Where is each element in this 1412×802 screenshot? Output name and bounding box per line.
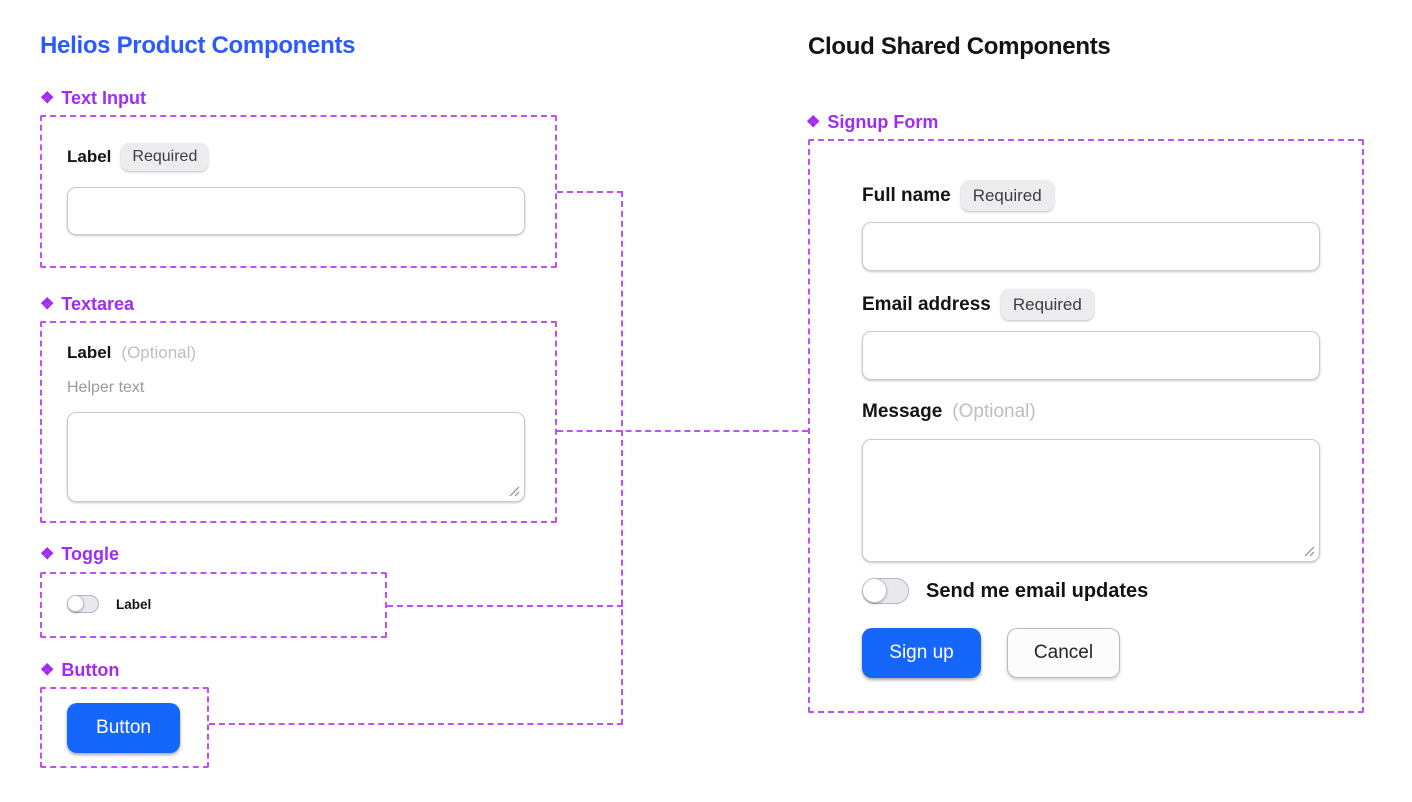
toggle-knob <box>862 578 887 603</box>
required-badge: Required <box>121 143 209 171</box>
field-label: Label <box>67 147 112 166</box>
component-icon: ❖ <box>40 661 55 679</box>
text-input-field[interactable] <box>67 187 525 235</box>
component-icon: ❖ <box>40 295 55 313</box>
section-label-signup-form: ❖ Signup Form <box>806 112 938 133</box>
component-box-textarea <box>40 321 557 523</box>
left-column-title: Helios Product Components <box>40 32 356 59</box>
toggle-knob <box>67 595 84 612</box>
right-column-title: Cloud Shared Components <box>808 33 1111 60</box>
section-name: Signup Form <box>827 112 939 132</box>
message-optional-suffix: (Optional) <box>952 401 1036 422</box>
section-name: Toggle <box>61 544 119 564</box>
message-textarea[interactable] <box>862 439 1320 562</box>
wire-text-input <box>557 191 623 193</box>
message-label: Message <box>862 401 943 422</box>
section-name: Text Input <box>61 88 146 108</box>
email-input[interactable] <box>862 331 1320 380</box>
cancel-button[interactable]: Cancel <box>1007 628 1120 678</box>
component-icon: ❖ <box>40 545 55 563</box>
section-label-button: ❖ Button <box>40 660 119 681</box>
email-updates-toggle[interactable] <box>862 578 909 604</box>
primary-button[interactable]: Button <box>67 703 180 753</box>
textarea-field[interactable] <box>67 412 525 502</box>
optional-suffix: (Optional) <box>121 343 197 362</box>
component-icon: ❖ <box>40 89 55 107</box>
field-label: Label <box>67 343 112 362</box>
toggle-label: Label <box>116 596 152 612</box>
section-label-text-input: ❖ Text Input <box>40 88 146 109</box>
component-icon: ❖ <box>806 113 821 131</box>
section-label-toggle: ❖ Toggle <box>40 544 119 565</box>
signup-form-box <box>808 139 1364 713</box>
section-name: Button <box>61 660 120 680</box>
wire-toggle <box>387 605 623 607</box>
wire-trunk <box>621 191 623 725</box>
full-name-required-badge: Required <box>960 180 1054 211</box>
email-updates-label: Send me email updates <box>926 579 1149 602</box>
email-label: Email address <box>862 293 991 315</box>
section-name: Textarea <box>61 294 135 314</box>
wire-textarea-to-form <box>557 430 808 432</box>
helper-text: Helper text <box>67 379 145 396</box>
textarea-wrap <box>67 412 525 502</box>
component-box-toggle <box>40 572 387 638</box>
toggle-switch[interactable] <box>67 595 99 613</box>
email-required-badge: Required <box>1000 289 1094 320</box>
component-box-button <box>40 687 209 768</box>
wire-button <box>209 723 623 725</box>
section-label-textarea: ❖ Textarea <box>40 294 134 315</box>
full-name-label: Full name <box>862 184 951 206</box>
full-name-input[interactable] <box>862 222 1320 271</box>
message-textarea-wrap <box>862 439 1320 562</box>
sign-up-button[interactable]: Sign up <box>862 628 981 678</box>
component-box-text-input <box>40 115 557 268</box>
